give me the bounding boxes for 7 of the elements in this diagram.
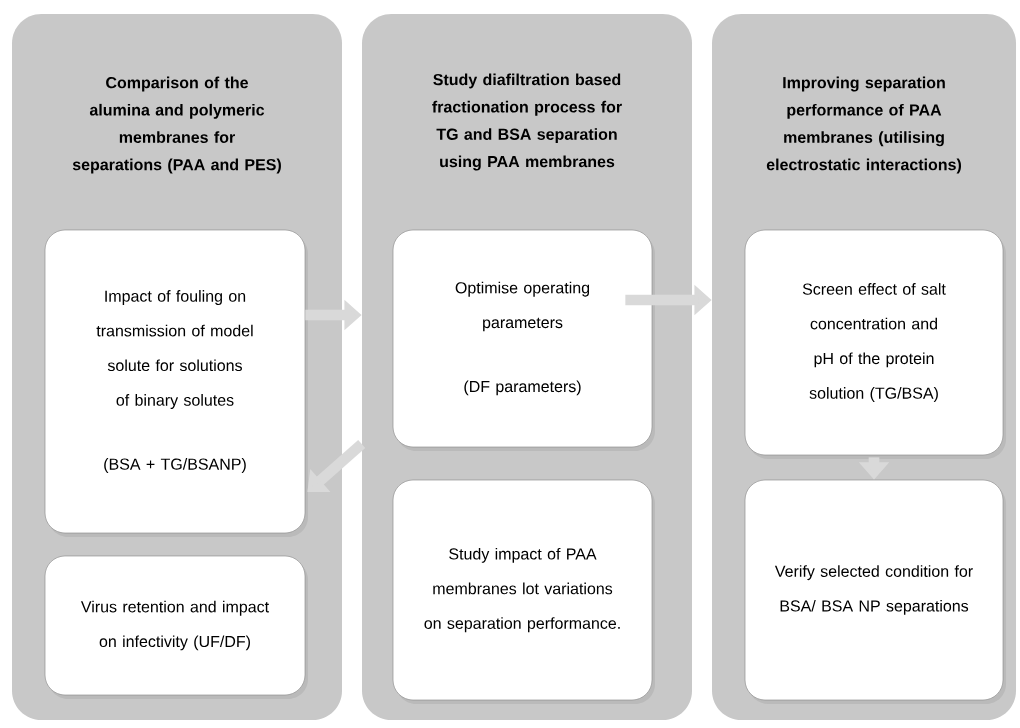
step-box: Optimise operating parameters (DF parameters) xyxy=(392,229,655,451)
step-box: Study impact of PAA membranes lot variations on separation performance. xyxy=(392,479,655,704)
block-arrow xyxy=(307,440,366,492)
step-box: Verify selected condition for BSA/ BSA NP separations xyxy=(744,479,1006,704)
step-box: Virus retention and impact on infectivity (UF/DF) xyxy=(44,555,308,699)
step-box: Screen effect of salt concentration and pH of the protein solution (TG/BSA) xyxy=(744,229,1006,459)
step-box: Impact of fouling on transmission of model solute for solutions of binary solutes (BSA + TG/BSANP) xyxy=(44,229,308,537)
